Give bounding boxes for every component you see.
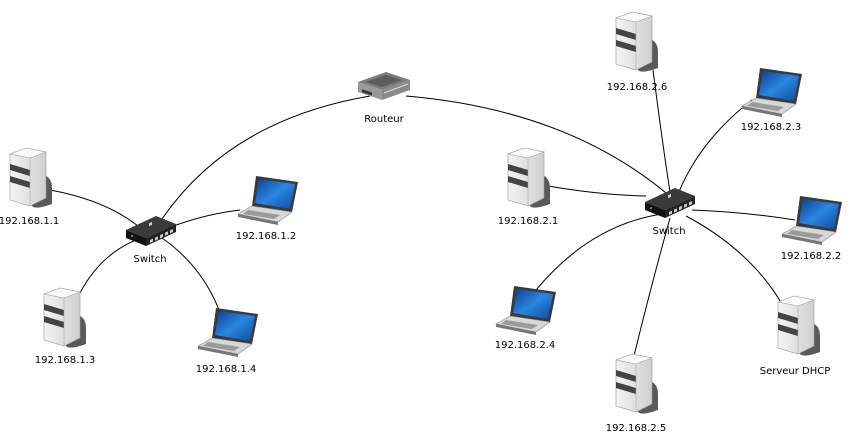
switch-left-label: Switch — [133, 254, 166, 265]
device-label: 192.168.2.5 — [606, 423, 666, 434]
server-tower-icon — [507, 147, 551, 209]
link-switch-left-pc-1-3 — [79, 239, 137, 294]
laptop-icon — [781, 195, 843, 246]
router-label: Routeur — [364, 114, 404, 125]
device-192-168-1-3[interactable]: 192.168.1.3 — [35, 287, 95, 366]
device-label: 192.168.2.4 — [495, 340, 555, 351]
device-192-168-2-3[interactable]: 192.168.2.3 — [741, 67, 803, 133]
device-serveur-dhcp[interactable]: Serveur DHCP — [760, 295, 831, 377]
device-192-168-1-2[interactable]: 192.168.1.2 — [236, 175, 299, 242]
link-switch-right-pc-2-2 — [691, 209, 796, 221]
device-label: 192.168.2.6 — [607, 82, 667, 93]
device-label: Serveur DHCP — [760, 366, 831, 377]
link-router-switch-left — [161, 95, 371, 220]
device-label: 192.168.1.4 — [196, 364, 256, 375]
link-switch-right-pc-2-5 — [633, 217, 671, 357]
device-192-168-1-4[interactable]: 192.168.1.4 — [196, 307, 259, 375]
server-tower-icon — [615, 11, 659, 73]
switch-right-label: Switch — [652, 226, 685, 237]
link-router-switch-right — [405, 95, 673, 199]
link-switch-right-pc-2-4 — [535, 213, 663, 291]
device-label: 192.168.2.3 — [741, 122, 801, 133]
device-label: 192.168.1.2 — [236, 231, 296, 242]
device-label: 192.168.1.3 — [35, 355, 95, 366]
device-192-168-2-2[interactable]: 192.168.2.2 — [781, 195, 843, 262]
laptop-icon — [237, 175, 299, 226]
server-tower-icon — [777, 295, 821, 357]
laptop-icon — [197, 307, 259, 358]
device-192-168-1-1[interactable]: 192.168.1.1 — [0, 147, 59, 227]
device-192-168-2-6[interactable]: 192.168.2.6 — [607, 11, 667, 93]
switch-left[interactable]: Switch — [126, 216, 176, 265]
server-tower-icon — [9, 147, 53, 209]
server-tower-icon — [615, 353, 659, 415]
device-192-168-2-1[interactable]: 192.168.2.1 — [498, 147, 558, 227]
device-192-168-2-5[interactable]: 192.168.2.5 — [606, 353, 666, 434]
server-tower-icon — [43, 287, 87, 349]
device-label: 192.168.2.2 — [781, 251, 841, 262]
device-192-168-2-4[interactable]: 192.168.2.4 — [495, 285, 557, 351]
links — [49, 69, 796, 357]
link-switch-right-dhcp — [685, 215, 783, 305]
link-switch-right-pc-2-1 — [547, 185, 647, 197]
router[interactable]: Routeur — [357, 71, 411, 125]
link-switch-right-pc-2-3 — [677, 99, 753, 195]
device-label: 192.168.1.1 — [0, 216, 59, 227]
link-switch-right-pc-2-6 — [652, 69, 671, 193]
link-switch-left-pc-1-4 — [161, 237, 223, 319]
laptop-icon — [741, 67, 803, 118]
switch-icon — [645, 188, 695, 218]
router-icon — [357, 71, 411, 101]
link-switch-left-pc-1-2 — [167, 209, 241, 229]
link-switch-left-pc-1-1 — [49, 189, 139, 227]
laptop-icon — [495, 285, 557, 336]
switch-right[interactable]: Switch — [645, 188, 695, 237]
device-label: 192.168.2.1 — [498, 216, 558, 227]
